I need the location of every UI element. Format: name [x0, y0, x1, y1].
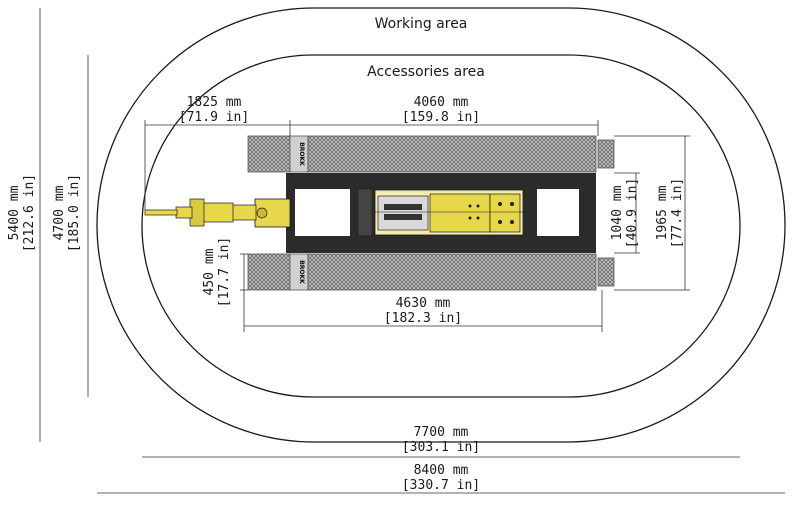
dim-1825-in: [71.9 in]: [179, 110, 249, 125]
dim-1965-in: [77.4 in]: [670, 178, 685, 248]
dim-450-in: [17.7 in]: [217, 237, 232, 307]
working-area-boundary: [96, 7, 786, 443]
accessories-area-label: Accessories area: [367, 64, 485, 80]
boom-arm: [144, 198, 291, 228]
dim-1825-mm: 1825 mm: [187, 95, 242, 110]
dim-7700-mm: 7700 mm: [414, 425, 469, 440]
working-area-label: Working area: [375, 16, 468, 32]
dim-7700-in: [303.1 in]: [402, 440, 480, 455]
dim-1965-mm: 1965 mm: [655, 185, 670, 240]
dim-4700-mm: 4700 mm: [52, 185, 67, 240]
dim-4700-in: [185.0 in]: [67, 174, 82, 252]
dim-5400-in: [212.6 in]: [22, 174, 37, 252]
dim-5400-mm: 5400 mm: [7, 185, 22, 240]
dim-4060-mm: 4060 mm: [414, 95, 469, 110]
dim-4060-in: [159.8 in]: [402, 110, 480, 125]
upper-track: BROKK: [247, 135, 615, 173]
track-brand-lower: BROKK: [298, 260, 305, 284]
dim-8400-in: [330.7 in]: [402, 478, 480, 493]
track-brand-upper: BROKK: [298, 142, 305, 166]
dim-1040-mm: 1040 mm: [610, 185, 625, 240]
dim-8400-mm: 8400 mm: [414, 463, 469, 478]
accessories-area-boundary: [141, 54, 741, 398]
dim-1040-in: [40.9 in]: [625, 178, 640, 248]
lower-track: BROKK: [247, 253, 615, 291]
dim-4630-mm: 4630 mm: [396, 296, 451, 311]
dim-450-mm: 450 mm: [202, 248, 217, 295]
machine-body: [374, 189, 524, 236]
dim-4630-in: [182.3 in]: [384, 311, 462, 326]
dimension-lines: [39, 8, 785, 494]
